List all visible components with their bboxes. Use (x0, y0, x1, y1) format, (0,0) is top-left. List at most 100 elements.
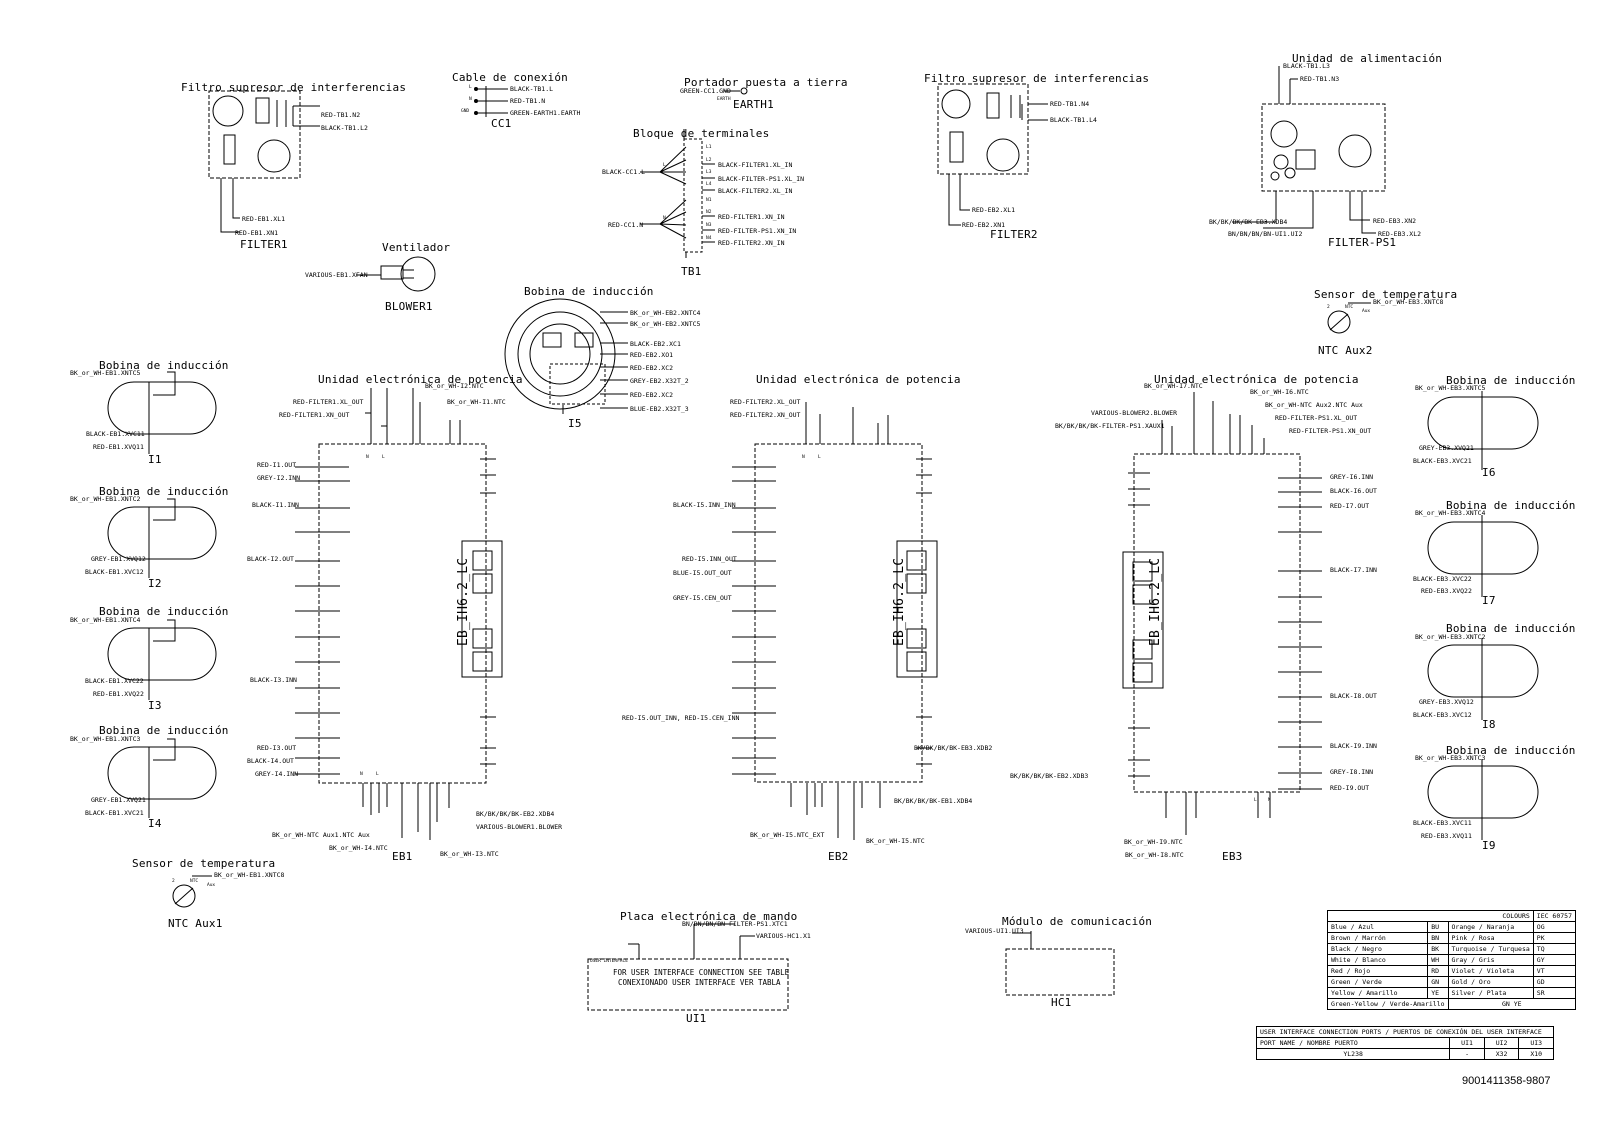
left-coil-1-title: Bobina de inducción (99, 359, 229, 372)
eb1-left-wire-1: RED-I1.OUT (257, 461, 297, 469)
colour-code: BU (1427, 921, 1449, 933)
earth-symbol (724, 87, 748, 95)
left-coil-1-wire-3: RED-EB1.XVQ11 (93, 443, 144, 451)
psu-wire-2: RED-TB1.N3 (1300, 75, 1340, 83)
eb3-right-wire-3: RED-I7.OUT (1330, 502, 1370, 510)
colours-row: Yellow / Amarillo YE Silver / Plata SR (1326, 987, 1577, 999)
colour-code: GN (1427, 976, 1449, 988)
earth-wire: GREEN-CC1.GND (680, 87, 731, 95)
colour-name: Yellow / Amarillo (1326, 987, 1429, 999)
colour-name: Gray / Gris (1447, 954, 1534, 966)
tb1-pin-3: L3 (706, 170, 712, 175)
right-coil-2-name: I7 (1482, 594, 1496, 607)
left-coil-4-title: Bobina de inducción (99, 724, 229, 737)
colours-row: White / Blanco WH Gray / Gris GY (1326, 954, 1577, 966)
eb1-pin-l-bot: L (376, 772, 379, 777)
tb1-wire-in-2: RED-CC1.N (608, 221, 644, 229)
eb3-right-wire-5: BLACK-I8.OUT (1330, 692, 1377, 700)
filter2-symbol (937, 83, 1048, 226)
filter2-wire-2: BLACK-TB1.L4 (1050, 116, 1097, 124)
blower-title: Ventilador (382, 241, 451, 254)
tb1-name: TB1 (681, 265, 702, 278)
eb2-name: EB2 (828, 850, 849, 863)
cable-pin-n: N (469, 97, 472, 102)
left-coil-2-wire-2: GREY-EB1.XVQ12 (91, 555, 146, 563)
cable-wire-2: RED-TB1.N (510, 97, 546, 105)
eb1-left-wire-2: GREY-I2.INN (257, 474, 301, 482)
eb2-bottom-wire-1: BK_or_WH-I5.NTC_EXT (750, 831, 825, 839)
eb1-left-wire-6: RED-I3.OUT (257, 744, 297, 752)
colour-code: PK (1532, 932, 1577, 944)
document-number: 9001411358-9807 (1462, 1075, 1551, 1087)
eb2-right-wire-1: BK/BK/BK/BK-EB3.XDB2 (914, 744, 993, 752)
left-coil-4-wire-3: BLACK-EB1.XVC21 (85, 809, 144, 817)
eb1-left-wire-4: BLACK-I2.OUT (247, 555, 294, 563)
filter1-wire-4: RED-EB1.XN1 (235, 229, 279, 237)
right-coil-3-name: I8 (1482, 718, 1496, 731)
coil-i5-wire-8: BLUE-EB2.X32T_3 (630, 405, 689, 413)
left-coil-1-wire-1: BK_or_WH-EB1.XNTC5 (70, 369, 141, 377)
tb1-wire-out-2: BLACK-FILTER-PS1.XL_IN (718, 175, 805, 183)
coil-i5-wire-1: BK_or_WH-EB2.XNTC4 (630, 309, 701, 317)
left-coil-1-name: I1 (148, 453, 162, 466)
colours-row: Green / Verde GN Gold / Oro GD (1326, 976, 1577, 988)
psu-symbol (1232, 66, 1386, 234)
blower-name: BLOWER1 (385, 300, 433, 313)
sensor-ntc-aux2-symbol (1327, 302, 1371, 334)
tb1-wire-out-6: RED-FILTER2.XN_IN (718, 239, 785, 247)
sensor2-pin-1: 2 (1327, 305, 1330, 310)
colours-row: Brown / Marrón BN Pink / Rosa PK (1326, 932, 1577, 944)
right-coil-2-wire-1: BK_or_WH-EB3.XNTC4 (1415, 509, 1486, 517)
filter1-wire-3: RED-EB1.XL1 (242, 215, 286, 223)
colour-code: SR (1532, 987, 1577, 999)
eb3-top-wire-3: BK_or_WH-NTC Aux2.NTC Aux (1265, 401, 1363, 409)
left-coil-3-wire-3: RED-EB1.XVQ22 (93, 690, 144, 698)
left-coils-symbols (107, 371, 217, 818)
tb1-pin-n: N (663, 216, 666, 221)
right-coils-symbols (1427, 391, 1539, 840)
eb3-name: EB3 (1222, 850, 1243, 863)
eb1-pin-n-top: N (366, 455, 369, 460)
ui-table-cell: - (1449, 1048, 1485, 1060)
colours-row: Black / Negro BK Turquoise / Turquesa TQ (1326, 943, 1577, 955)
colour-name: Green / Verde (1326, 976, 1429, 988)
coil-i5-wire-2: BK_or_WH-EB2.XNTC5 (630, 320, 701, 328)
colour-code: RD (1427, 965, 1449, 977)
sensor2-pin-2: NTC (1345, 305, 1354, 310)
sensor-ntc-aux1-symbol (172, 875, 212, 908)
sensor2-pin-3: Aux (1362, 309, 1371, 314)
right-coil-3-wire-2: GREY-EB3.XVQ12 (1419, 698, 1474, 706)
eb2-top-wire-1: RED-FILTER2.XL_OUT (730, 398, 801, 406)
psu-wire-left-2: BN/BN/BN/BN-UI1.UI2 (1228, 230, 1303, 238)
filter2-name: FILTER2 (990, 228, 1038, 241)
eb1-left-wire-5: BLACK-I3.INN (250, 676, 297, 684)
left-coil-2-wire-3: BLACK-EB1.XVC12 (85, 568, 144, 576)
cable-name: CC1 (491, 117, 512, 130)
colour-name: Brown / Marrón (1326, 932, 1429, 944)
colour-name: Pink / Rosa (1447, 932, 1534, 944)
eb3-board-label: EB_IH6.2_LC (1148, 557, 1163, 646)
colours-header-std: IEC 60757 (1532, 910, 1577, 922)
sensor1-pin-1: 2 (172, 879, 175, 884)
eb3-board (1122, 392, 1322, 835)
eb2-bottom-wire-2: BK_or_WH-I5.NTC (866, 837, 925, 845)
eb1-bottom-wire-2: BK_or_WH-I4.NTC (329, 844, 388, 852)
colour-name: Silver / Plata (1447, 987, 1534, 999)
eb3-top-wire-5: RED-FILTER-PS1.XN_OUT (1289, 427, 1372, 435)
control-title: Placa electrónica de mando (620, 910, 798, 923)
eb3-top-wire-6: VARIOUS-BLOWER2.BLOWER (1091, 409, 1178, 417)
eb3-top-wire-2: BK_or_WH-I6.NTC (1250, 388, 1309, 396)
colour-code: BN (1427, 932, 1449, 944)
cable-wire-3: GREEN-EARTH1.EARTH (510, 109, 581, 117)
eb3-right-wire-1: GREY-I6.INN (1330, 473, 1374, 481)
eb3-bottom-wire-1: BK_or_WH-I9.NTC (1124, 838, 1183, 846)
right-coil-2-title: Bobina de inducción (1446, 499, 1576, 512)
psu-title: Unidad de alimentación (1292, 52, 1443, 65)
tb1-wire-out-4: RED-FILTER1.XN_IN (718, 213, 785, 221)
coil-i5-wire-6: GREY-EB2.X32T_2 (630, 377, 689, 385)
psu-wire-4: RED-EB3.XL2 (1378, 230, 1422, 238)
eb1-pin-n-bot: N (360, 772, 363, 777)
eb1-bottom-wire-4: BK/BK/BK/BK-EB2.XDB4 (476, 810, 555, 818)
right-coil-4-wire-2: BLACK-EB3.XVC11 (1413, 819, 1472, 827)
eb1-left-wire-3: BLACK-I1.INN (252, 501, 299, 509)
